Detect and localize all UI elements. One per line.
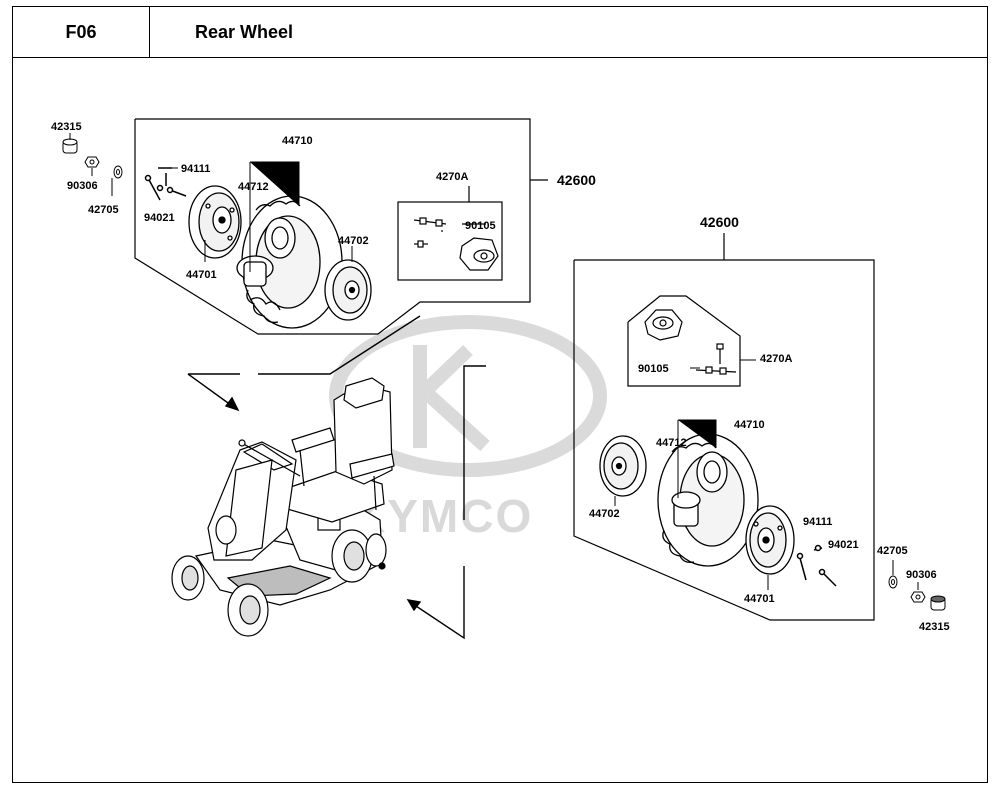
right-rim-outer-44702 [599,435,647,497]
left-leader-lines [170,161,353,272]
left-nut-90306 [84,156,100,168]
figure-code: F06 [12,6,150,57]
diagram-frame [12,57,988,783]
right-label-hub-kit: 4270A [760,353,792,365]
mobility-scooter-illustration [171,377,395,637]
right-leader-lines [614,359,919,590]
right-nut-90306 [910,591,926,603]
left-washer-42705 [113,165,123,179]
left-leader-lines-small [69,133,113,196]
right-label-nut: 90306 [906,569,937,581]
direction-arrows [187,315,486,640]
right-assembly-outline [573,233,875,621]
right-cap-42315 [930,595,946,611]
left-label-rim-inner: 44712 [238,181,269,193]
left-label-hub-bolt: 90105 [465,220,496,232]
right-rim-inner-44712 [671,451,728,527]
right-hub-cover-44701 [745,505,795,575]
right-label-group: 42600 [700,214,739,230]
right-bolts-94111 [796,544,837,587]
left-label-washer: 42705 [88,204,119,216]
right-label-hub-cover: 44701 [744,593,775,605]
left-label-bolt: 94111 [181,163,210,175]
kymco-watermark [329,315,607,477]
left-assembly-outline [134,118,548,335]
left-label-group: 42600 [557,172,596,188]
left-hub-kit-4270A [413,186,499,271]
left-label-rim-outer: 44702 [338,235,369,247]
right-washer-42705 [888,575,898,589]
right-label-tire: 44710 [734,419,765,431]
left-bolts-94111 [144,167,187,201]
left-label-spring-washer: 94021 [144,212,175,224]
left-label-tire: 44710 [282,135,313,147]
left-label-hub-kit: 4270A [436,171,468,183]
right-label-hub-bolt: 90105 [638,363,669,375]
right-hub-kit-4270A [644,309,737,375]
left-label-nut: 90306 [67,180,98,192]
right-label-rim-inner: 44712 [656,437,687,449]
right-label-rim-outer: 44702 [589,508,620,520]
left-label-cap: 42315 [51,121,82,133]
left-hub-cover-44701 [188,185,242,259]
right-label-bolt: 94111 [803,516,832,528]
left-label-hub-cover: 44701 [186,269,217,281]
left-cap-42315 [62,138,78,154]
right-label-cap: 42315 [919,621,950,633]
right-label-washer: 42705 [877,545,908,557]
left-rim-outer-44702 [324,259,372,321]
left-rim-inner-44712 [236,217,296,287]
page-title: Rear Wheel [150,6,988,57]
right-label-spring-washer: 94021 [828,539,859,551]
